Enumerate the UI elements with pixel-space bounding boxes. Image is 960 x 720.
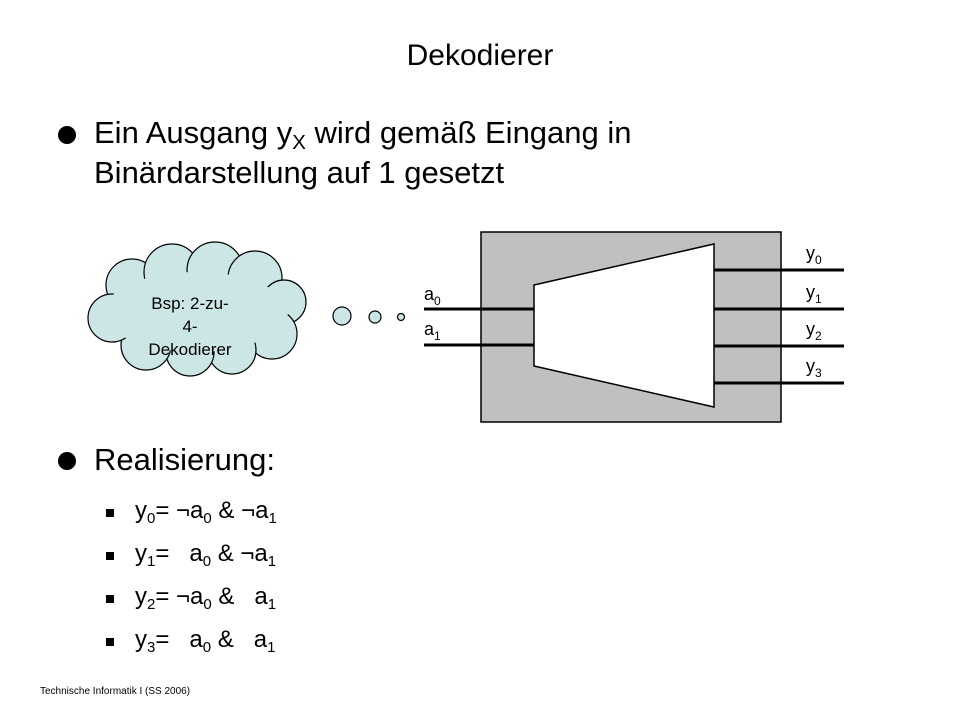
bullet-dot <box>58 452 76 470</box>
output-label-y1: y1 <box>806 282 822 306</box>
thought-bubble-medium <box>368 310 382 324</box>
bullet-1-line-1: Ein Ausgang yX wird gemäß Eingang in <box>94 113 632 157</box>
output-label-y3: y3 <box>806 356 822 380</box>
sub-bullet-square <box>106 638 114 646</box>
equation-y1: y1= a0 & ¬a1 <box>135 540 277 570</box>
sub-bullet-square <box>106 552 114 560</box>
slide-title: Dekodierer <box>406 39 554 72</box>
cloud-line-2: 4- <box>182 317 198 336</box>
bullet-2-text: Realisierung: <box>94 442 275 477</box>
equation-y2: y2= ¬a0 & a1 <box>135 583 277 613</box>
sub-bullet-square <box>106 509 114 517</box>
input-label-a1: a1 <box>424 319 441 343</box>
bullet-1-subscript: X <box>292 130 306 154</box>
bullet-dot <box>58 126 76 144</box>
thought-bubble-large <box>332 306 352 326</box>
cloud-label: Bsp: 2-zu- 4- Dekodierer <box>104 292 276 361</box>
decoder-trapezoid <box>533 243 715 408</box>
bullet-1-text-b: wird gemäß Eingang in <box>305 115 632 150</box>
thought-bubble-small <box>396 312 406 322</box>
cloud-line-1: Bsp: 2-zu- <box>151 294 229 313</box>
equation-y0: y0= ¬a0 & ¬a1 <box>135 497 277 527</box>
bullet-1-line-2: Binärdarstellung auf 1 gesetzt <box>94 155 505 190</box>
slide-footer: Technische Informatik I (SS 2006) <box>40 686 191 697</box>
input-label-a0-underline <box>424 309 444 310</box>
cloud-body <box>104 272 288 352</box>
output-label-y2: y2 <box>806 319 822 343</box>
cloud-line-3: Dekodierer <box>148 340 232 359</box>
equation-y3: y3= a0 & a1 <box>135 626 276 656</box>
output-label-y0: y0 <box>806 243 822 267</box>
sub-bullet-square <box>106 595 114 603</box>
bullet-1-text-a: Ein Ausgang y <box>94 115 293 150</box>
input-label-a0: a0 <box>424 284 441 308</box>
